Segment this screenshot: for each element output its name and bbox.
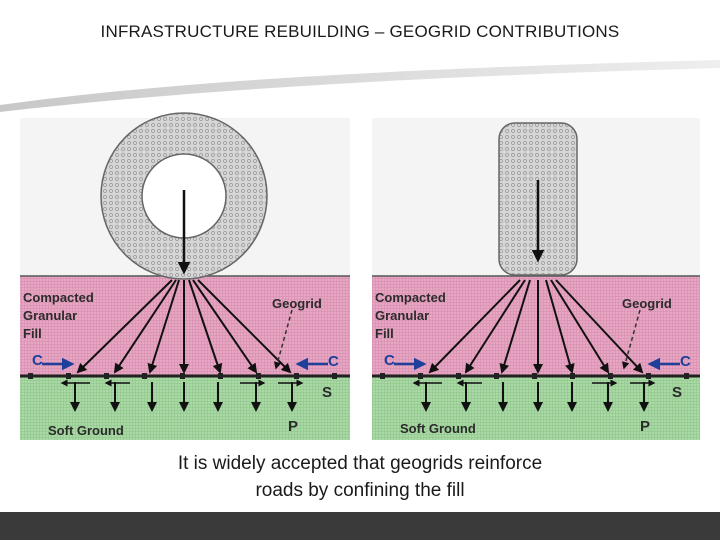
slide-title: INFRASTRUCTURE REBUILDING – GEOGRID CONT…	[100, 22, 620, 41]
left-fill-label: Compacted Granular Fill	[23, 290, 97, 341]
right-shear-label: S	[672, 384, 682, 401]
left-geogrid-pointer	[273, 309, 293, 370]
caption: It is widely accepted that geogrids rein…	[0, 450, 720, 504]
footer-bar	[0, 512, 720, 540]
right-geogrid-label: Geogrid	[622, 296, 672, 311]
left-shear-label: S	[322, 384, 332, 401]
left-geogrid-label: Geogrid	[272, 296, 322, 311]
right-confinement-label-left: C	[384, 352, 395, 369]
right-fill-layer	[372, 276, 700, 376]
left-pressure-arrows	[70, 382, 297, 412]
left-diagram: Compacted Granular Fill Geogrid C C S P …	[20, 112, 350, 440]
left-stress-arrows	[76, 279, 292, 374]
geogrid-diagrams: Compacted Granular Fill Geogrid C C S P …	[20, 112, 700, 440]
right-stress-arrows	[428, 279, 644, 374]
caption-line-2: roads by confining the fill	[255, 480, 465, 501]
right-soil-label: Soft Ground	[400, 421, 476, 436]
right-fill-label: Compacted Granular Fill	[375, 290, 449, 341]
left-confinement-label-right: C	[328, 353, 339, 370]
caption-line-1: It is widely accepted that geogrids rein…	[177, 453, 543, 474]
right-confinement-label-right: C	[680, 353, 691, 370]
left-pressure-label: P	[288, 418, 298, 435]
right-pressure-arrows	[421, 382, 649, 412]
header-swoosh	[0, 60, 720, 112]
right-pressure-label: P	[640, 418, 650, 435]
left-soil-label: Soft Ground	[48, 423, 124, 438]
right-diagram: Compacted Granular Fill Geogrid C C S P …	[372, 118, 700, 440]
left-confinement-label-left: C	[32, 352, 43, 369]
right-geogrid-pointer	[621, 309, 641, 370]
